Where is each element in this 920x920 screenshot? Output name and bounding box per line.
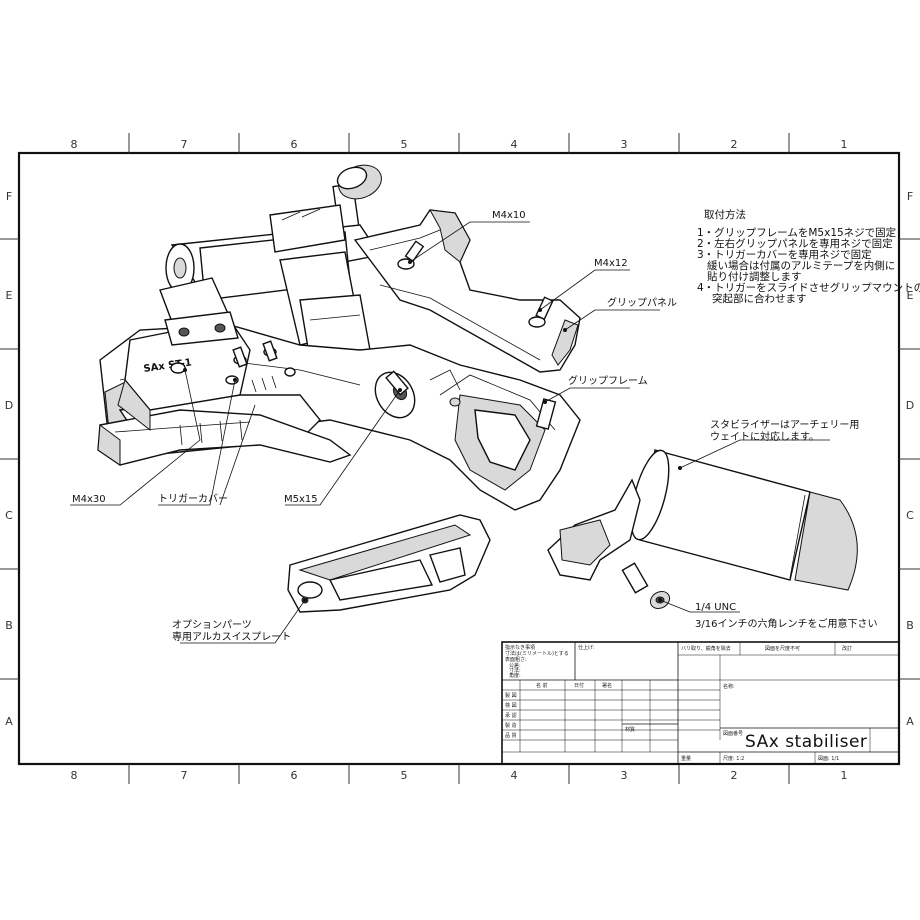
zone-row-right-A: A xyxy=(906,715,914,728)
zone-col-bottom-2: 2 xyxy=(731,769,738,782)
callout-grip-frame: グリップフレーム xyxy=(568,374,648,387)
zone-ticks xyxy=(0,133,920,784)
zone-row-right-F: F xyxy=(907,190,913,203)
zone-col-bottom-6: 6 xyxy=(291,769,298,782)
callout-stabilizer-note-line2: ウェイトに対応します。 xyxy=(710,430,819,443)
finish-label: 仕上げ: xyxy=(578,644,595,651)
zone-row-left-C: C xyxy=(5,509,13,522)
instructions-title: 取付方法 xyxy=(704,208,746,221)
zone-row-right-B: B xyxy=(906,619,914,632)
zone-col-top-8: 8 xyxy=(71,138,78,151)
title-block-text: 指示なき事項 寸法は(ミリメートル)とする 表面粗さ: 公差: 寸法: 角度: … xyxy=(505,644,867,762)
callout-1-4-unc: 1/4 UNC xyxy=(695,602,736,613)
callout-m4x10: M4x10 xyxy=(492,210,526,221)
sheet-label: 図面: 1/1 xyxy=(818,756,839,762)
callout-option-parts-line2: 専用アルカスイスプレート xyxy=(172,631,291,643)
callout-hex-wrench: 3/16インチの六角レンチをご用意下さい xyxy=(695,617,877,630)
callout-option-parts-line1: オプションパーツ xyxy=(172,619,252,631)
callout-trigger-cover: トリガーカバー xyxy=(158,493,228,505)
callout-stabilizer-note-line1: スタビライザーはアーチェリー用 xyxy=(710,419,859,431)
general-note-5: 角度: xyxy=(509,672,521,679)
callout-m5x15: M5x15 xyxy=(284,494,318,505)
assembly-instructions: 取付方法 1・グリップフレームをM5x15ネジで固定 2・左右グリップパネルを専… xyxy=(697,208,920,305)
instructions-line-3: 3・トリガーカバーを専用ネジで固定 xyxy=(697,248,872,261)
general-note-3: 公差: xyxy=(509,662,521,669)
zone-row-right-D: D xyxy=(906,399,914,412)
instructions-line-1: 1・グリップフレームをM5x15ネジで固定 xyxy=(697,226,897,239)
zone-col-bottom-3: 3 xyxy=(621,769,628,782)
general-note-0: 指示なき事項 xyxy=(505,644,535,651)
grip-panel xyxy=(353,209,581,373)
zone-col-top-1: 1 xyxy=(841,138,848,151)
scale-label: 尺度: 1:2 xyxy=(723,755,744,762)
no-scale-label: 図面を尺度不可 xyxy=(765,645,800,652)
zone-row-left-A: A xyxy=(5,715,13,728)
name-label: 名称: xyxy=(723,683,735,690)
callout-grip-panel: グリップパネル xyxy=(607,296,677,309)
zone-row-left-B: B xyxy=(5,619,13,632)
zone-col-bottom-1: 1 xyxy=(841,769,848,782)
zone-col-top-7: 7 xyxy=(181,138,188,151)
material-label: 材質 xyxy=(625,726,635,733)
grip-assembly-illustration: SAx ST-1 xyxy=(97,164,858,613)
row-label-1: 検 図 xyxy=(505,702,517,709)
drawing-title: SAx stabiliser xyxy=(745,732,867,752)
zone-col-top-3: 3 xyxy=(621,138,628,151)
arca-swiss-plate xyxy=(287,514,491,613)
callout-m4x30: M4x30 xyxy=(72,494,106,505)
general-note-4: 寸法: xyxy=(509,667,521,674)
revision-label: 改訂 xyxy=(842,645,852,652)
zone-row-right-E: E xyxy=(907,289,914,302)
callout-leaders xyxy=(70,221,830,644)
general-note-2: 表面粗さ: xyxy=(505,656,527,663)
col-label-name: 名 前 xyxy=(536,682,548,689)
stabiliser-weight xyxy=(547,449,858,610)
zone-row-right-C: C xyxy=(906,509,914,522)
zone-col-top-5: 5 xyxy=(401,138,408,151)
zone-col-bottom-7: 7 xyxy=(181,769,188,782)
row-label-4: 品 質 xyxy=(505,732,517,739)
instructions-line-6: 4・トリガーをスライドさせグリップマウントの xyxy=(697,281,920,294)
zone-row-left-E: E xyxy=(6,289,13,302)
zone-col-top-2: 2 xyxy=(731,138,738,151)
instructions-line-4: 緩い場合は付属のアルミテープを内側に xyxy=(707,259,895,272)
zone-col-bottom-8: 8 xyxy=(71,769,78,782)
col-label-date: 日付 xyxy=(574,682,584,689)
callout-m4x12: M4x12 xyxy=(594,258,628,269)
zone-col-bottom-5: 5 xyxy=(401,769,408,782)
instructions-line-2: 2・左右グリップパネルを専用ネジで固定 xyxy=(697,237,893,250)
zone-row-left-D: D xyxy=(5,399,13,412)
instructions-line-7: 突起部に合わせます xyxy=(712,292,807,305)
zone-col-bottom-4: 4 xyxy=(511,769,518,782)
row-label-2: 承 認 xyxy=(505,712,517,719)
trigger-cover: SAx ST-1 xyxy=(97,311,352,466)
edge-label: バリ取り、鋭角を除去 xyxy=(681,645,731,652)
zone-col-top-6: 6 xyxy=(291,138,298,151)
row-label-3: 製 造 xyxy=(505,722,517,729)
zone-row-left-F: F xyxy=(6,190,12,203)
weight-label: 重量 xyxy=(681,755,691,762)
rail-mount xyxy=(159,204,382,361)
instructions-line-5: 貼り付け調整します xyxy=(707,270,802,283)
row-label-0: 製 図 xyxy=(505,692,517,699)
general-note-1: 寸法は(ミリメートル)とする xyxy=(505,650,569,657)
col-label-signature: 署名 xyxy=(602,682,612,689)
title-block xyxy=(501,641,900,765)
drawing-number-label: 図面番号 xyxy=(723,730,743,737)
zone-col-top-4: 4 xyxy=(511,138,518,151)
